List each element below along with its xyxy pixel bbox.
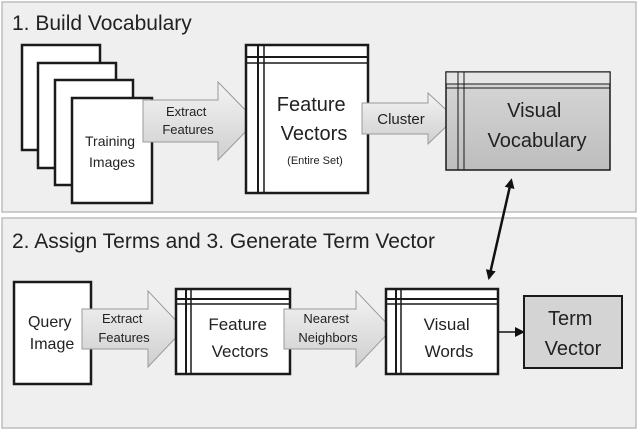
training-images-stack — [20, 43, 154, 205]
term-vector-label: Term Vector — [545, 308, 602, 360]
visual-vocabulary-box — [445, 71, 611, 171]
term-vector-box — [523, 295, 623, 369]
extract-features-arrow-top — [142, 80, 257, 162]
section1-title: 1. Build Vocabulary — [12, 12, 192, 35]
cluster-arrow — [361, 91, 456, 146]
section2-title: 2. Assign Terms and 3. Generate Term Vec… — [12, 230, 435, 253]
training-images-label: Training Images — [85, 133, 139, 170]
feature-vectors-note: (Entire Set) — [287, 155, 343, 167]
feature-vectors-label-top: Feature Vectors — [277, 94, 352, 145]
visual-words-label: Visual Words — [424, 315, 475, 361]
nearest-neighbors-arrow — [283, 289, 393, 369]
nearest-neighbors-label: Nearest Neighbors — [298, 311, 358, 345]
vocabulary-link-arrow — [485, 178, 515, 280]
visual-vocabulary-label: Visual Vocabulary — [488, 100, 587, 152]
feature-vectors-label-bottom: Feature Vectors — [208, 315, 271, 361]
feature-vectors-box-top — [244, 43, 370, 195]
feature-vectors-box-bottom — [174, 287, 292, 376]
extract-features-arrow-bottom — [81, 289, 185, 369]
query-image-label: Query Image — [28, 314, 76, 353]
query-image-box — [12, 280, 93, 386]
cluster-label: Cluster — [377, 111, 425, 128]
extract-features-label-bottom: Extract Features — [98, 311, 150, 345]
extract-features-label-top: Extract Features — [162, 104, 214, 137]
